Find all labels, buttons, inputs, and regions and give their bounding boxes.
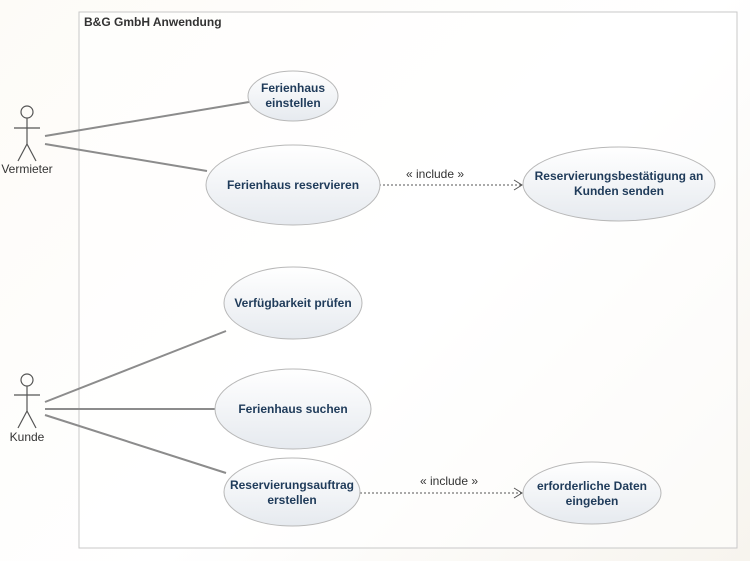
usecase-label: Ferienhaus bbox=[261, 81, 325, 95]
association-kunde-auftrag[interactable] bbox=[44, 414, 227, 474]
usecase-label: einstellen bbox=[265, 96, 320, 110]
include-reservieren-bestaetigung[interactable]: « include » bbox=[379, 167, 523, 191]
actor-kunde[interactable]: Kunde bbox=[10, 373, 45, 444]
usecase-label: erstellen bbox=[267, 493, 316, 507]
usecase-label: Reservierungsbestätigung an bbox=[535, 169, 704, 183]
usecase-label: eingeben bbox=[566, 494, 619, 508]
actor-vermieter[interactable]: Vermieter bbox=[1, 105, 53, 176]
usecase-verfuegbarkeit-pruefen[interactable]: Verfügbarkeit prüfen bbox=[223, 266, 363, 340]
usecase-label: Reservierungsauftrag bbox=[230, 478, 354, 492]
usecase-label: erforderliche Daten bbox=[537, 479, 647, 493]
usecase-reservierungsauftrag-erstellen[interactable]: Reservierungsauftrag erstellen bbox=[223, 457, 361, 527]
system-boundary[interactable]: B&G GmbH Anwendung bbox=[78, 11, 738, 549]
usecase-label: Kunden senden bbox=[574, 184, 664, 198]
include-label: « include » bbox=[406, 167, 464, 181]
usecase-label: Verfügbarkeit prüfen bbox=[234, 296, 351, 310]
usecase-reservierungsbestaetigung[interactable]: Reservierungsbestätigung an Kunden sende… bbox=[522, 146, 716, 222]
usecase-ferienhaus-einstellen[interactable]: Ferienhaus einstellen bbox=[247, 70, 339, 122]
usecase-erforderliche-daten-eingeben[interactable]: erforderliche Daten eingeben bbox=[522, 461, 662, 525]
actor-label: Vermieter bbox=[1, 162, 52, 176]
stick-figure-icon bbox=[14, 373, 40, 429]
include-label: « include » bbox=[420, 474, 478, 488]
actor-label: Kunde bbox=[10, 430, 45, 444]
usecase-label: Ferienhaus suchen bbox=[238, 402, 347, 416]
usecase-ferienhaus-reservieren[interactable]: Ferienhaus reservieren bbox=[205, 144, 381, 226]
association-vermieter-einstellen[interactable] bbox=[44, 101, 250, 137]
stick-figure-icon bbox=[14, 105, 40, 162]
association-vermieter-reservieren[interactable] bbox=[44, 143, 208, 172]
association-kunde-verfuegbarkeit[interactable] bbox=[44, 330, 227, 403]
system-title: B&G GmbH Anwendung bbox=[84, 15, 222, 29]
usecase-ferienhaus-suchen[interactable]: Ferienhaus suchen bbox=[214, 368, 372, 450]
include-auftrag-daten[interactable]: « include » bbox=[360, 474, 523, 499]
usecase-label: Ferienhaus reservieren bbox=[227, 178, 359, 192]
